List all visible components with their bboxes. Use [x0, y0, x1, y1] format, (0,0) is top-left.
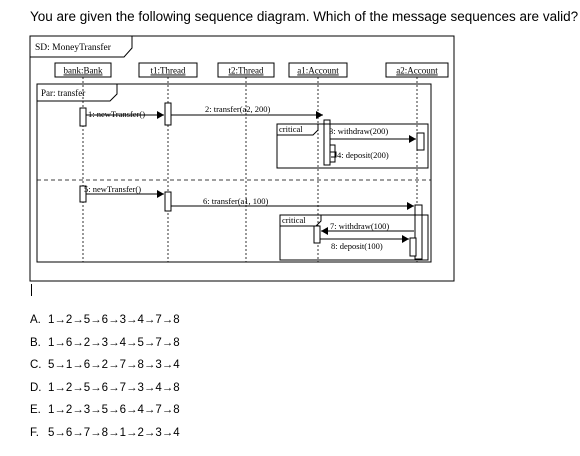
- option-c[interactable]: C. 5→1→6→2→7→8→3→4: [30, 358, 180, 381]
- message-2: 2: transfer(a2, 200): [171, 104, 323, 119]
- answer-options: A. 1→2→5→6→3→4→7→8 B. 1→6→2→3→4→5→7→8 C. 5→…: [30, 313, 180, 448]
- option-c-text: 5→1→6→2→7→8→3→4: [48, 359, 180, 371]
- lifeline-label-bank: bank:Bank: [64, 66, 103, 76]
- option-a-text: 1→2→5→6→3→4→7→8: [48, 314, 180, 326]
- message-label-8: 8: deposit(100): [331, 241, 383, 251]
- critical-fragment-1: critical: [276, 123, 429, 169]
- option-d[interactable]: D. 1→2→5→6→7→3→4→8: [30, 381, 180, 404]
- activation-a1-outer: [414, 204, 423, 260]
- critical-label-2: critical: [282, 215, 306, 225]
- option-e[interactable]: E. 1→2→3→5→6→4→7→8: [30, 403, 180, 426]
- option-e-label: E.: [30, 404, 41, 416]
- message-6: 6: transfer(a1, 100): [171, 196, 414, 210]
- frame-title-tab: [30, 36, 133, 58]
- option-d-label: D.: [30, 381, 42, 394]
- par-fragment: [36, 83, 432, 263]
- lifeline-label-a2: a2:Account: [396, 66, 438, 76]
- option-e-text: 1→2→3→5→6→4→7→8: [48, 404, 180, 416]
- lifeline-a1: a1:Account: [288, 62, 348, 262]
- message-4: 4: deposit(200): [330, 150, 389, 160]
- message-label-4: 4: deposit(200): [337, 150, 389, 160]
- message-label-5: 5: newTransfer(): [84, 184, 141, 194]
- option-f-label: F.: [30, 426, 39, 439]
- message-1: 1: newTransfer(): [86, 109, 164, 119]
- question-text: You are given the following sequence dia…: [30, 9, 579, 24]
- par-label-tab: [37, 84, 118, 102]
- message-5: 5: newTransfer(): [84, 184, 164, 198]
- lifeline-label-t2: t2:Thread: [229, 66, 264, 76]
- message-label-1: 1: newTransfer(): [88, 109, 145, 119]
- activation-a1-deposit: [313, 225, 321, 244]
- activation-t1: [164, 102, 172, 126]
- message-label-6: 6: transfer(a1, 100): [203, 196, 269, 206]
- message-label-7: 7: withdraw(100): [330, 221, 389, 231]
- lifeline-a2: a2:Account: [385, 62, 449, 262]
- lifeline-t1: t1:Thread: [138, 62, 198, 262]
- lifeline-label-a1: a1:Account: [297, 66, 339, 76]
- activation-a2-withdraw: [416, 132, 425, 151]
- option-d-text: 1→2→5→6→7→3→4→8: [48, 381, 180, 394]
- text-cursor: [31, 284, 32, 296]
- option-b-label: B.: [30, 336, 41, 349]
- frame-title: SD: MoneyTransfer: [35, 42, 112, 53]
- lifeline-t2: t2:Thread: [217, 62, 275, 262]
- activation-a1-inner: [409, 237, 417, 257]
- critical-fragment-2: critical: [279, 214, 429, 261]
- message-8: 8: deposit(100): [320, 235, 409, 251]
- option-f[interactable]: F. 5→6→7→8→1→2→3→4: [30, 426, 180, 449]
- par-label: Par: transfer: [41, 88, 85, 98]
- message-7: 7: withdraw(100): [321, 221, 414, 235]
- lifeline-label-t1: t1:Thread: [151, 66, 186, 76]
- critical-label-1: critical: [279, 124, 303, 134]
- diagram-frame: [29, 35, 455, 282]
- option-a-label: A.: [30, 314, 41, 326]
- activation-a2-outer: [323, 119, 331, 166]
- message-label-2: 2: transfer(a2, 200): [205, 104, 271, 114]
- option-a[interactable]: A. 1→2→5→6→3→4→7→8: [30, 313, 180, 336]
- option-b-text: 1→6→2→3→4→5→7→8: [48, 336, 180, 349]
- message-label-3: 3: withdraw(200): [329, 126, 388, 136]
- message-3: 3: withdraw(200): [329, 126, 416, 143]
- lifeline-bank: bank:Bank: [54, 62, 112, 262]
- activation-t2: [164, 191, 172, 212]
- option-b[interactable]: B. 1→6→2→3→4→5→7→8: [30, 336, 180, 359]
- option-f-text: 5→6→7→8→1→2→3→4: [48, 426, 180, 439]
- activation-a2-inner: [329, 144, 336, 163]
- option-c-label: C.: [30, 359, 42, 371]
- activation-bank-1: [79, 107, 87, 127]
